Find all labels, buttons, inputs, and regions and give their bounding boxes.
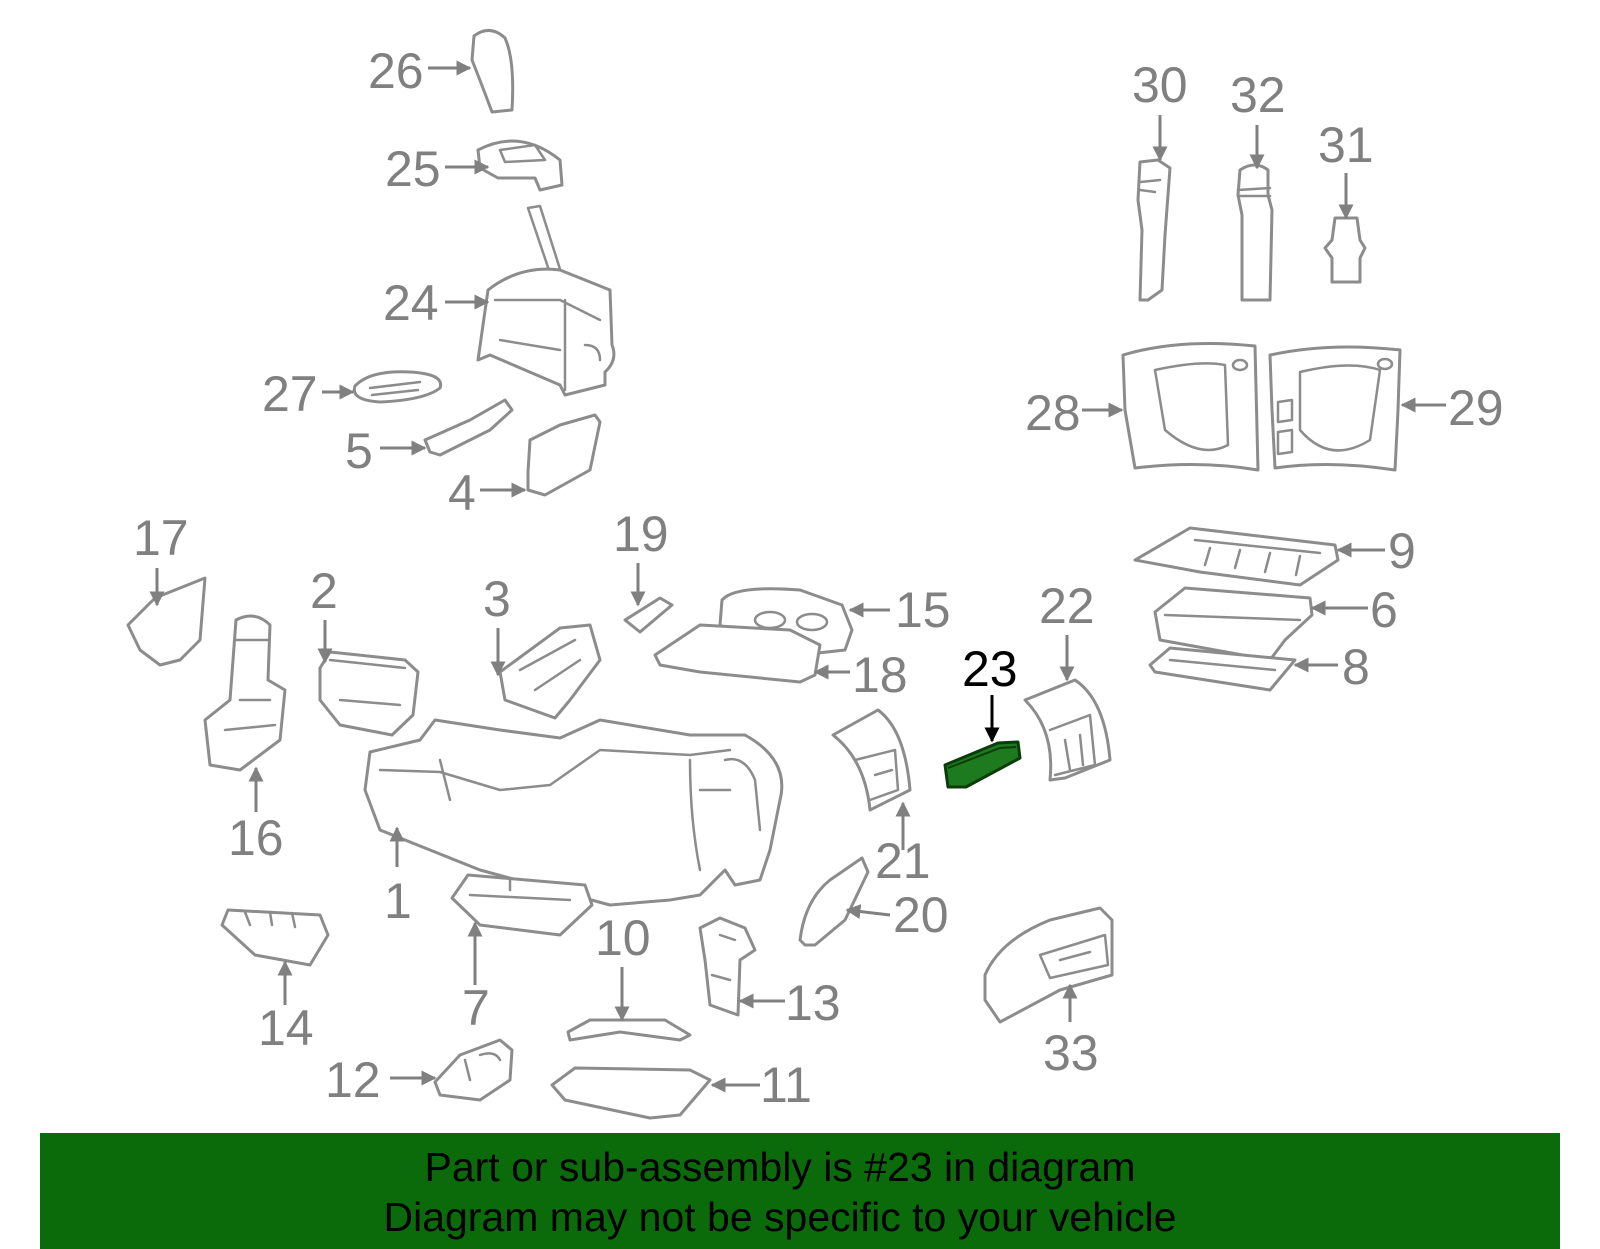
part-6-storage-tray xyxy=(1153,586,1314,662)
part-29-trim-panel xyxy=(1268,345,1402,472)
callout-18: 18 xyxy=(852,647,908,703)
callout-labels: 26 25 24 27 5 4 17 16 2 3 19 15 18 1 21 … xyxy=(133,43,1504,1113)
part-23-highlighted xyxy=(943,740,1022,789)
callout-3: 3 xyxy=(483,571,511,627)
callout-15: 15 xyxy=(895,582,951,638)
callout-14: 14 xyxy=(258,1000,314,1056)
part-8-mat xyxy=(1148,646,1297,692)
part-19-clip xyxy=(623,596,674,634)
part-9-console-lid xyxy=(1133,526,1340,587)
callout-5: 5 xyxy=(345,423,373,479)
part-12-bracket xyxy=(433,1038,514,1102)
part-30-trim-piece xyxy=(1136,158,1172,302)
callout-10: 10 xyxy=(595,910,651,966)
callout-33: 33 xyxy=(1043,1025,1099,1081)
callout-7: 7 xyxy=(462,980,490,1036)
callout-4: 4 xyxy=(448,465,476,521)
callout-12: 12 xyxy=(325,1052,381,1108)
callout-9: 9 xyxy=(1388,523,1416,579)
callout-27: 27 xyxy=(262,366,318,422)
part-22-trim-bezel xyxy=(1023,678,1112,782)
callout-20: 20 xyxy=(893,887,949,943)
callout-25: 25 xyxy=(385,141,441,197)
part-4-panel xyxy=(526,413,602,497)
part-16-cup-holder xyxy=(203,614,287,772)
callout-16: 16 xyxy=(228,810,284,866)
part-10-trim-strip xyxy=(566,1018,692,1042)
info-banner: Part or sub-assembly is #23 in diagram D… xyxy=(40,1133,1560,1249)
part-13-bracket xyxy=(698,916,757,1017)
callout-24: 24 xyxy=(383,275,439,331)
part-7-tray xyxy=(450,873,594,937)
callout-21: 21 xyxy=(875,833,931,889)
part-25-shifter-bezel xyxy=(476,139,564,192)
banner-line-2: Diagram may not be specific to your vehi… xyxy=(383,1194,1177,1240)
callout-2: 2 xyxy=(310,563,338,619)
callout-13: 13 xyxy=(785,975,841,1031)
part-31-clip xyxy=(1323,216,1367,284)
part-32-trim-piece xyxy=(1236,163,1274,302)
part-21-trim-bezel xyxy=(831,708,912,812)
callout-26: 26 xyxy=(368,43,424,99)
banner-line-1: Part or sub-assembly is #23 in diagram xyxy=(424,1144,1136,1190)
part-27-trim-plate xyxy=(352,370,443,404)
callout-23: 23 xyxy=(962,641,1018,697)
part-11-mat xyxy=(550,1066,712,1120)
callout-30: 30 xyxy=(1132,57,1188,113)
part-20-trim-panel xyxy=(798,856,870,947)
callout-31: 31 xyxy=(1318,117,1374,173)
callout-11: 11 xyxy=(760,1057,812,1113)
callout-1: 1 xyxy=(384,873,412,929)
part-1-center-console xyxy=(363,718,784,907)
callout-32: 32 xyxy=(1230,67,1286,123)
part-2-storage-bin xyxy=(318,650,420,737)
part-18-armrest-base xyxy=(653,623,822,684)
callout-17: 17 xyxy=(133,510,189,566)
part-26-shift-knob xyxy=(470,29,515,114)
part-14-bracket xyxy=(220,908,330,967)
callout-28: 28 xyxy=(1025,385,1081,441)
callout-19: 19 xyxy=(613,506,669,562)
part-33-switch-panel xyxy=(983,906,1114,1024)
callout-22: 22 xyxy=(1039,578,1095,634)
callout-6: 6 xyxy=(1370,582,1398,638)
callout-29: 29 xyxy=(1448,380,1504,436)
part-24-shifter-assembly xyxy=(476,204,616,397)
part-5-bracket xyxy=(423,398,514,457)
callout-8: 8 xyxy=(1342,639,1370,695)
part-28-trim-panel xyxy=(1121,341,1260,472)
part-17-side-panel xyxy=(126,576,207,667)
part-3-bracket xyxy=(498,623,602,720)
leader-lines xyxy=(149,60,1446,1093)
